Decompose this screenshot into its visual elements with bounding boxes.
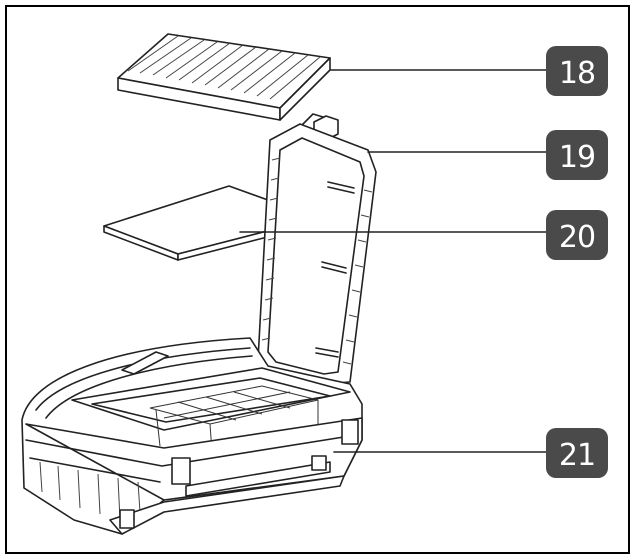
bin-lid: [257, 113, 377, 385]
dust-bin: [21, 337, 363, 535]
callout-badge-20: [546, 210, 608, 260]
callout-badge-19: [546, 130, 608, 180]
bin-inner-grid: [149, 385, 319, 453]
filter-pleats: [127, 35, 321, 100]
leader-lines: [239, 69, 547, 453]
figure-frame: [5, 5, 630, 554]
callout-badge-21: [546, 428, 608, 478]
lid-rim-hatch: [261, 157, 373, 365]
callout-label-18: 18: [559, 56, 595, 91]
callout-label-21: 21: [559, 438, 595, 473]
callout-label-20: 20: [559, 220, 595, 255]
callout-20: 20: [546, 210, 608, 260]
filter-cartridge: [117, 33, 331, 121]
callout-21: 21: [546, 428, 608, 478]
callout-label-19: 19: [559, 140, 595, 175]
callout-badge-18: [546, 46, 608, 96]
callout-19: 19: [546, 130, 608, 180]
callout-18: 18: [546, 46, 608, 96]
